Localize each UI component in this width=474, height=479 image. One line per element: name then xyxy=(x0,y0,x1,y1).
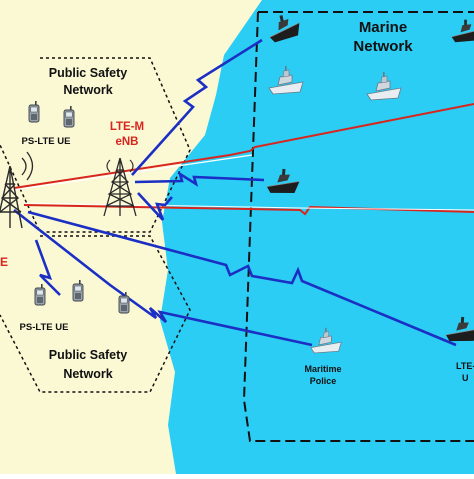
psn-hexagon-top xyxy=(0,57,191,233)
psn-top-label-line2: Network xyxy=(63,83,112,97)
psn-top-label-line1: Public Safety xyxy=(49,66,128,80)
link-ps-to-maritime-police xyxy=(13,208,313,347)
red-link-1 xyxy=(13,103,474,189)
link-to-ue-bottom xyxy=(34,239,61,296)
left-edge-label-fragment: E xyxy=(0,255,8,269)
red-link-1-shadow xyxy=(13,154,253,191)
lte-ue-right-label-line1: LTE- xyxy=(456,361,474,371)
psn-hexagon-bottom xyxy=(0,235,191,393)
lte-ue-right-label-line2: U xyxy=(462,373,469,383)
psn-bottom-label-line2: Network xyxy=(63,367,112,381)
ps-lte-ue-top-label: PS-LTE UE xyxy=(22,136,71,147)
cell-tower-icon xyxy=(103,157,137,217)
cell-tower-icon xyxy=(0,151,34,229)
link-ps-to-right-ship xyxy=(27,210,457,347)
psn-bottom-label-line1: Public Safety xyxy=(49,348,128,362)
red-link-2-shadow xyxy=(23,202,474,211)
link-tower-down xyxy=(137,192,173,221)
ps-lte-ue-bottom-label: PS-LTE UE xyxy=(20,322,69,333)
link-tower-to-mid-ship xyxy=(134,171,265,187)
link-tower-to-top-ship xyxy=(131,38,263,176)
marine-network-boundary xyxy=(242,11,474,442)
red-links xyxy=(13,103,474,216)
maritime-police-label-line1: Maritime xyxy=(304,364,341,374)
marine-network-label-line1: Marine xyxy=(359,19,407,36)
lte-m-enb-label-line2: eNB xyxy=(115,136,138,148)
maritime-police-label-line2: Police xyxy=(310,376,337,386)
marine-network-label-line2: Network xyxy=(353,38,413,55)
lte-m-enb-label-line1: LTE-M xyxy=(110,121,144,133)
blue-links xyxy=(13,38,457,347)
